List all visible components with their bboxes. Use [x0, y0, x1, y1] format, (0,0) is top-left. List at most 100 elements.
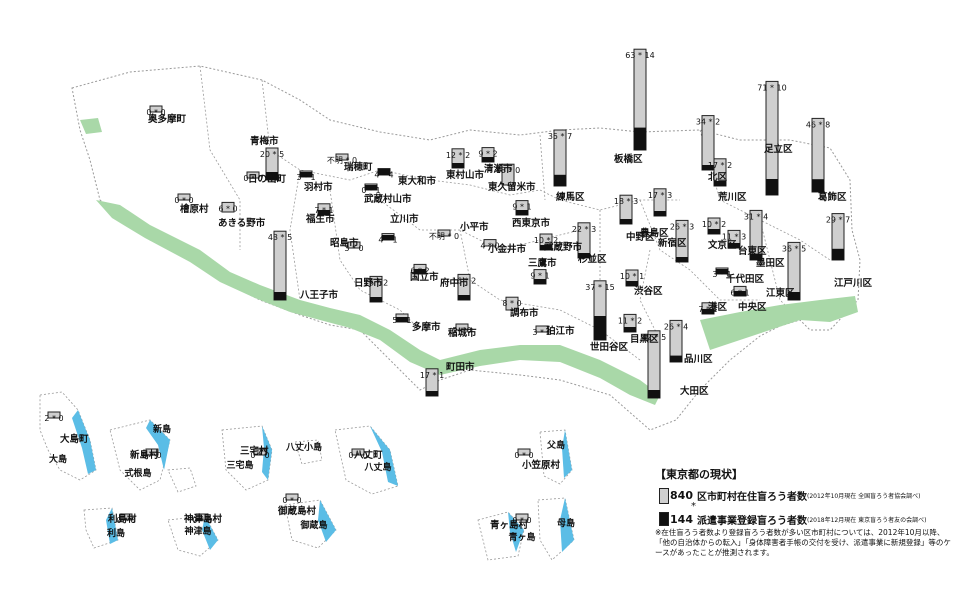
bar-residents	[119, 513, 133, 521]
region-value: 不明 * 0	[327, 156, 357, 165]
region-label: 東村山市	[445, 169, 485, 181]
island-label: 大島	[49, 453, 67, 465]
bar-registered	[708, 229, 720, 234]
region-label: 目黒区	[630, 334, 659, 345]
region-label: 多摩市	[412, 321, 441, 333]
region-value: 5 * 1	[392, 316, 411, 325]
region-label: 葛飾区	[817, 191, 847, 203]
region-label: 昭島市	[330, 237, 359, 249]
region-label: 小金井市	[487, 243, 527, 255]
region-label: 世田谷区	[590, 341, 629, 353]
bar-residents	[351, 448, 365, 456]
legend-separator: *	[691, 501, 696, 512]
region-value: 9 * 1	[512, 203, 531, 212]
region-label: 台東区	[738, 245, 767, 257]
region-value: 0 * 0	[192, 516, 211, 525]
region-label: 羽村市	[304, 181, 333, 193]
region-label: 利島村	[107, 513, 137, 525]
bars-layer	[47, 48, 845, 521]
region-value: 0 * 0	[174, 196, 193, 205]
legend-key-light	[659, 488, 669, 504]
bar-registered	[534, 279, 546, 284]
region-label: 青ヶ島村	[490, 519, 529, 531]
region-label: 清瀬市	[484, 163, 513, 175]
bar-residents	[437, 229, 451, 237]
bar-residents	[347, 241, 361, 249]
region-label: 狛江市	[545, 325, 575, 337]
region-value: 35 * 7	[548, 132, 572, 141]
bar-registered	[702, 165, 714, 170]
region-label: 北区	[708, 171, 728, 183]
region-value: 0 * 0	[514, 451, 533, 460]
legend-title: 【東京都の現状】	[655, 468, 743, 481]
bar-registered	[266, 172, 278, 180]
island-label: 神津島	[184, 525, 211, 537]
region-value: 11 * 2	[618, 316, 642, 325]
bar-registered	[594, 316, 606, 340]
island-shikinejima	[167, 467, 197, 493]
legend-registered-source: (2018年12月現在 東京盲ろう者友の会調べ)	[807, 516, 927, 524]
region-value: 7 * 1	[314, 206, 333, 215]
region-value: 7 * 1	[698, 305, 717, 314]
region-label: 御蔵島村	[277, 505, 317, 517]
region-label: 立川市	[390, 213, 419, 225]
region-label: 奥多摩町	[147, 113, 187, 125]
region-value: 16 * 2	[364, 278, 388, 287]
bar-registered	[788, 292, 800, 300]
region-label: 東久留米市	[487, 181, 536, 193]
bar-registered	[318, 210, 330, 215]
legend-registered-count: 144	[670, 512, 693, 526]
bar-registered	[458, 295, 470, 300]
region-label: 日の出町	[248, 173, 287, 185]
region-label: 杉並区	[578, 253, 607, 265]
region-label: 新宿区	[658, 237, 687, 249]
region-value: 0 * 0	[282, 496, 301, 505]
region-label: 墨田区	[756, 258, 785, 269]
region-value: 0 * 0	[243, 174, 262, 183]
bar-residents	[517, 448, 531, 456]
region-label: 稲城市	[448, 327, 477, 339]
region-label: 江東区	[766, 287, 795, 299]
region-value: 0 * 0	[250, 451, 269, 460]
island-label: 母島	[557, 517, 575, 529]
bar-registered	[634, 127, 646, 150]
region-value: 3 * 0	[344, 244, 363, 253]
region-value: 36 * 5	[782, 244, 806, 253]
bar-residents	[501, 163, 515, 186]
region-label: 武蔵野市	[544, 241, 583, 253]
region-value: 0 * 1	[361, 186, 380, 195]
region-label: 小笠原村	[521, 459, 561, 471]
region-value: 46 * 8	[806, 120, 830, 129]
region-value: 0 * 0	[146, 108, 165, 117]
region-label: 荒川区	[717, 191, 747, 203]
region-value: 34 * 2	[696, 118, 720, 127]
region-label: 板橋区	[614, 153, 643, 165]
bar-registered	[620, 219, 632, 224]
region-label: 新島村	[130, 449, 159, 461]
region-label: 国立市	[410, 271, 439, 283]
region-value: 18 * 3	[614, 197, 638, 206]
bar-residents	[47, 411, 61, 419]
region-value: 10 * 2	[534, 236, 558, 245]
region-value: 26 * 4	[664, 322, 688, 331]
bar-registered	[554, 174, 566, 186]
region-label: 調布市	[510, 307, 539, 319]
bar-registered	[414, 269, 426, 274]
bar-registered	[676, 257, 688, 262]
legend-keys	[657, 488, 671, 526]
region-value: 71 * 10	[757, 83, 786, 92]
region-label: 武蔵村山市	[364, 193, 412, 205]
bar-residents	[195, 513, 209, 521]
island-hachijo-kojima	[294, 439, 323, 465]
bar-registered	[624, 327, 636, 332]
island-label: 八丈小島	[285, 441, 322, 453]
region-label: 日野市	[354, 277, 383, 289]
bar-residents	[145, 448, 159, 456]
bar-residents	[246, 171, 260, 179]
island-sea	[72, 410, 574, 552]
region-value: 2 * 0	[44, 414, 63, 423]
bar-registered	[702, 309, 714, 314]
region-label: 西東京市	[512, 217, 551, 229]
